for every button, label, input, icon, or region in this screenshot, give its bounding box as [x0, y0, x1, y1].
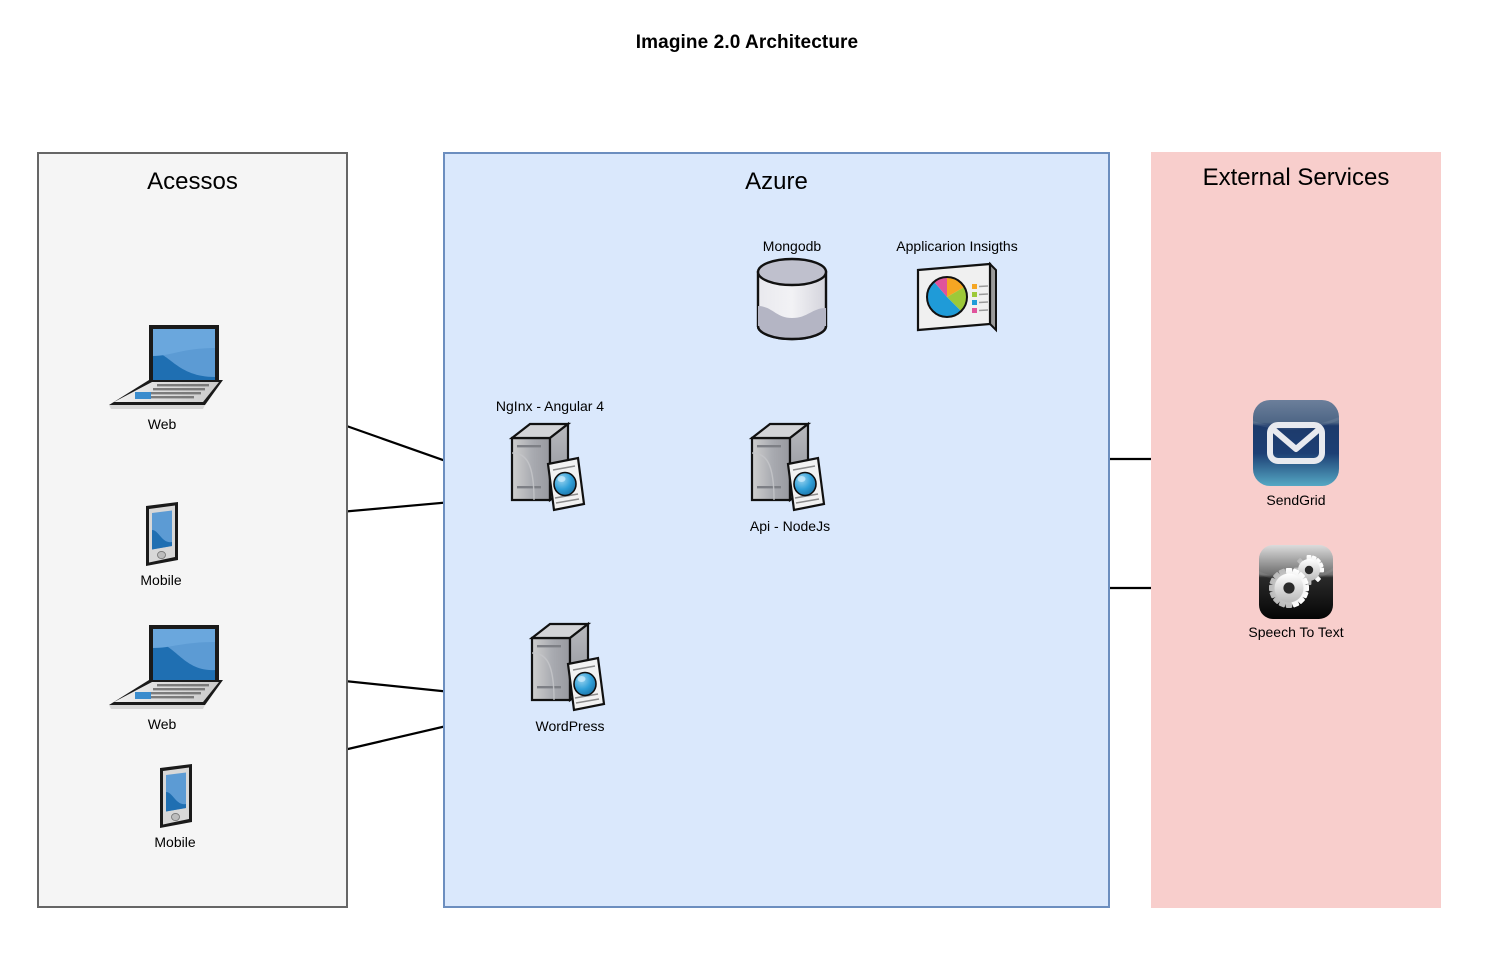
gears-app-icon	[1259, 545, 1333, 619]
node-wordpress-label: WordPress	[535, 718, 605, 734]
node-wordpress[interactable]: WordPress	[524, 618, 616, 734]
smartphone-icon	[146, 502, 178, 566]
node-speech-to-text[interactable]: Speech To Text	[1248, 544, 1344, 640]
node-web-top[interactable]: Web	[97, 322, 227, 432]
node-web-top-label: Web	[147, 416, 177, 432]
node-appinsights[interactable]: Applicarion Insigths	[896, 238, 1018, 334]
envelope-app-icon	[1253, 400, 1339, 486]
zone-external-services-title: External Services	[1202, 164, 1390, 191]
node-mobile-top-label: Mobile	[140, 572, 182, 588]
node-api-label: Api - NodeJs	[749, 518, 831, 534]
node-web-bottom[interactable]: Web	[97, 622, 227, 732]
node-appinsights-label: Applicarion Insigths	[896, 238, 1018, 254]
page-title: Imagine 2.0 Architecture	[635, 32, 859, 53]
smartphone-icon	[160, 764, 192, 828]
node-mongodb-label: Mongodb	[762, 238, 822, 254]
node-mobile-top[interactable]: Mobile	[138, 500, 184, 588]
pie-chart-monitor-icon	[916, 261, 997, 333]
node-api[interactable]: Api - NodeJs	[744, 418, 836, 534]
laptop-icon	[109, 325, 223, 409]
server-icon	[748, 421, 826, 512]
server-icon	[528, 621, 606, 712]
zone-acessos-title: Acessos	[147, 168, 238, 195]
zone-acessos: Acessos	[37, 152, 348, 908]
node-speech-to-text-label: Speech To Text	[1248, 624, 1344, 640]
zone-external-services: External Services	[1151, 152, 1441, 908]
node-sendgrid[interactable]: SendGrid	[1251, 398, 1341, 508]
node-mobile-bottom[interactable]: Mobile	[152, 762, 198, 850]
node-web-bottom-label: Web	[147, 716, 177, 732]
node-sendgrid-label: SendGrid	[1266, 492, 1326, 508]
node-mobile-bottom-label: Mobile	[154, 834, 196, 850]
node-nginx-label: NgInx - Angular 4	[495, 398, 605, 414]
laptop-icon	[109, 625, 223, 709]
node-nginx[interactable]: NgInx - Angular 4	[496, 398, 604, 514]
node-mongodb[interactable]: Mongodb	[754, 238, 830, 341]
server-icon	[508, 421, 586, 512]
database-cylinder-icon	[756, 257, 828, 341]
zone-azure-title: Azure	[745, 168, 808, 195]
